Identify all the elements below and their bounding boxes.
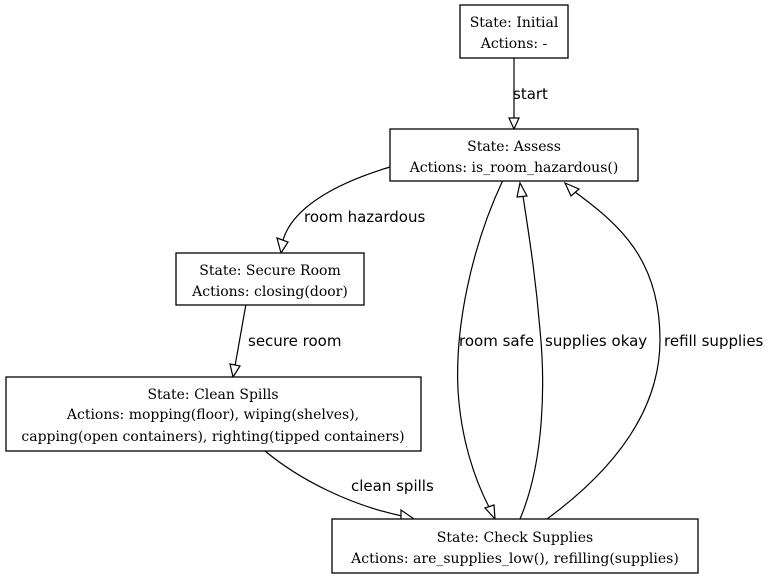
node-clean-spills-actions-cont: capping(open containers), righting(tippe… [21,429,404,445]
node-assess: State: Assess Actions: is_room_hazardous… [389,128,639,182]
arrowhead-icon [516,181,528,198]
edge-label-start: start [513,85,548,103]
node-clean-spills: State: Clean Spills Actions: mopping(flo… [5,376,422,452]
node-check-supplies-state: State: Check Supplies [437,530,593,546]
edge-refill-supplies: refill supplies [546,181,764,520]
node-initial-state: State: Initial [470,15,559,31]
edge-label-clean-spills: clean spills [351,477,434,495]
edge-label-supplies-okay: supplies okay [545,332,647,350]
arrowhead-icon [508,117,520,131]
arrowhead-icon [563,181,581,197]
node-secure-room: State: Secure Room Actions: closing(door… [175,252,365,306]
arrowhead-icon [276,237,289,255]
edge-room-hazardous: room hazardous [276,166,425,255]
node-initial-actions: Actions: - [480,36,548,52]
edge-start: start [508,58,548,131]
edge-label-secure-room: secure room [248,332,341,350]
node-clean-spills-actions: Actions: mopping(floor), wiping(shelves)… [66,407,359,423]
edge-secure-room: secure room [229,303,341,379]
edge-label-refill-supplies: refill supplies [664,332,764,350]
edge-label-room-safe: room safe [459,332,534,350]
edge-clean-spills: clean spills [264,450,434,523]
node-check-supplies: State: Check Supplies Actions: are_suppl… [331,518,699,574]
arrowhead-icon [229,363,241,379]
arrowhead-icon [483,504,496,521]
node-initial: State: Initial Actions: - [459,4,569,59]
node-secure-room-actions: Actions: closing(door) [191,284,348,300]
edge-label-room-hazardous: room hazardous [304,208,425,226]
node-assess-actions: Actions: is_room_hazardous() [409,160,619,176]
node-assess-state: State: Assess [467,139,561,155]
edge-supplies-okay: supplies okay [516,181,647,520]
node-clean-spills-state: State: Clean Spills [147,387,278,403]
node-check-supplies-actions: Actions: are_supplies_low(), refilling(s… [350,551,679,567]
node-secure-room-state: State: Secure Room [199,263,340,279]
edge-room-safe: room safe [457,179,534,521]
